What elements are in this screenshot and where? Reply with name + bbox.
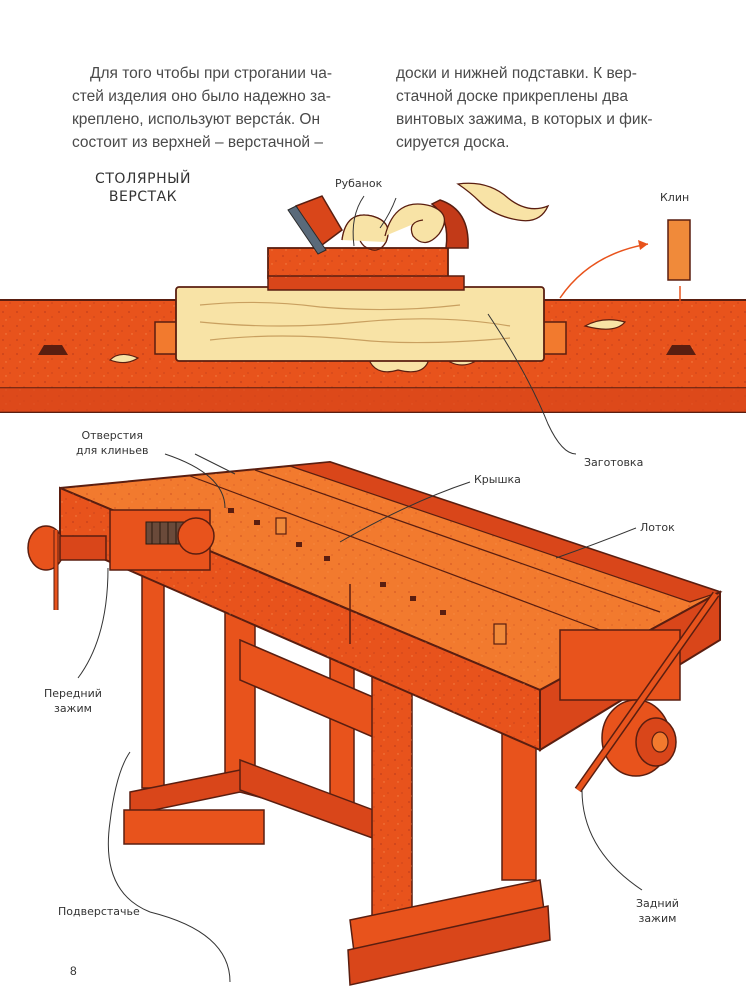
- label-front-vise-line2: зажим: [53, 702, 92, 715]
- rear-vise: [559, 591, 720, 793]
- leader-lines: [77, 195, 643, 983]
- intro-paragraph-left: Для того чтобы при строгании ча- стей из…: [72, 62, 372, 154]
- label-front-vise-line1: Передний: [44, 687, 102, 700]
- label-rear-vise: Задний зажим: [636, 896, 679, 926]
- text-line: стачной доске прикреплены два: [396, 88, 628, 105]
- page-number: 8: [70, 964, 77, 978]
- label-holes: Отверстия для клиньев: [76, 428, 149, 458]
- text-line: состоит из верхней – верстачной –: [72, 134, 324, 151]
- bench-top-detail: [0, 182, 746, 413]
- text-line: доски и нижней подставки. К вер-: [396, 65, 637, 82]
- wedge: [667, 219, 691, 281]
- label-holes-line2: для клиньев: [76, 444, 149, 457]
- text-line: винтовых зажима, в которых и фик-: [396, 111, 653, 128]
- label-workpiece: Заготовка: [584, 456, 644, 469]
- text-line: сируется доска.: [396, 134, 510, 151]
- label-top: Крышка: [474, 473, 521, 486]
- label-tray: Лоток: [640, 521, 675, 534]
- title-line: ВЕРСТАК: [108, 189, 178, 205]
- front-vise: [27, 509, 215, 610]
- text-line: Для того чтобы при строгании ча-: [90, 65, 333, 82]
- text-line: креплено, используют верста́к. Он: [72, 111, 321, 128]
- wedge-hole: [666, 345, 696, 355]
- label-holes-line1: Отверстия: [81, 429, 144, 442]
- illustration-title: СТОЛЯРНЫЙ ВЕРСТАК: [88, 170, 198, 206]
- wedge-hole: [38, 345, 68, 355]
- label-rear-vise-line2: зажим: [638, 912, 677, 925]
- label-rear-vise-line1: Задний: [636, 897, 679, 910]
- title-line: СТОЛЯРНЫЙ: [95, 171, 191, 187]
- label-front-vise: Передний зажим: [44, 686, 102, 716]
- label-plane: Рубанок: [335, 177, 383, 190]
- plane-tool: [267, 182, 550, 291]
- intro-paragraph-right: доски и нижней подставки. К вер- стачной…: [396, 62, 696, 154]
- workbench: [27, 460, 723, 986]
- label-base: Подверстачье: [58, 905, 140, 918]
- label-wedge: Клин: [660, 191, 690, 204]
- text-line: стей изделия оно было надежно за-: [72, 88, 331, 105]
